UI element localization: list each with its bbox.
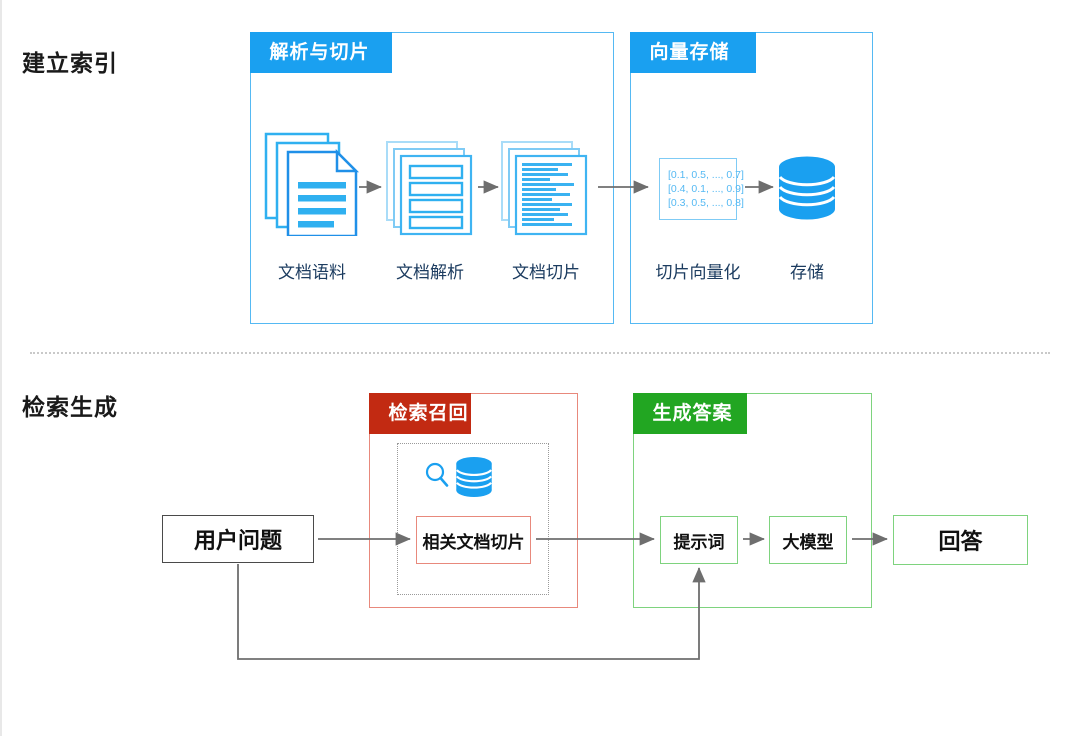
panel-badge-vector-store: 向量存储: [629, 31, 756, 73]
step-label-chunk: 文档切片: [512, 263, 580, 282]
panel-generate: 生成答案: [632, 392, 872, 608]
flowbox-answer[interactable]: 回答: [893, 515, 1028, 565]
chunked-pages-stack-icon: [500, 140, 592, 241]
flowbox-prompt[interactable]: 提示词: [660, 516, 738, 564]
database-icon: [777, 155, 837, 226]
vector-row: [0.1, 0.5, ..., 0.7]: [668, 169, 744, 181]
document-stack-icon: [264, 132, 360, 241]
database-icon: [455, 456, 493, 503]
step-label-store: 存储: [790, 263, 824, 282]
step-label-parse: 文档解析: [396, 263, 464, 282]
flowbox-llm[interactable]: 大模型: [769, 516, 847, 564]
section-title-index: 建立索引: [22, 50, 118, 76]
vector-array-icon: [0.1, 0.5, ..., 0.7] [0.4, 0.1, ..., 0.9…: [659, 158, 744, 220]
flowbox-user-question[interactable]: 用户问题: [162, 515, 314, 563]
magnifier-icon: [423, 460, 451, 495]
flowbox-relevant-chunks[interactable]: 相关文档切片: [416, 516, 531, 564]
parsed-pages-stack-icon: [385, 140, 475, 241]
vector-row: [0.4, 0.1, ..., 0.9]: [668, 183, 744, 195]
section-divider: [30, 352, 1050, 354]
section-title-retrieval: 检索生成: [22, 394, 118, 420]
vector-row: [0.3, 0.5, ..., 0.8]: [668, 197, 744, 209]
panel-badge-generate: 生成答案: [632, 392, 747, 434]
step-label-corpus: 文档语料: [278, 263, 346, 282]
left-rail-divider: [0, 0, 2, 736]
step-label-vectorize: 切片向量化: [655, 263, 741, 282]
panel-badge-retrieve: 检索召回: [368, 392, 471, 434]
panel-badge-parse-chunk: 解析与切片: [249, 31, 392, 73]
